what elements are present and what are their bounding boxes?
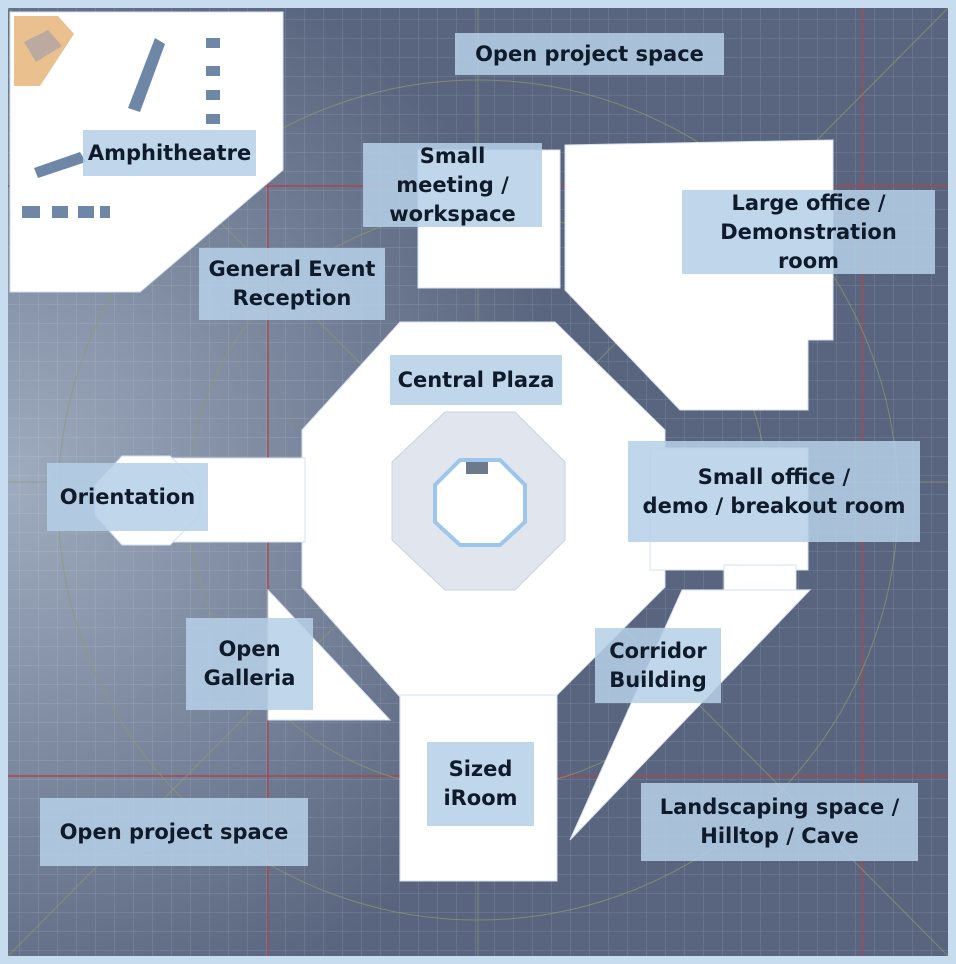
small-meeting-label: Small meeting / workspace <box>363 143 542 227</box>
sized-iroom-label: Sized iRoom <box>427 742 534 826</box>
landscaping-label: Landscaping space / Hilltop / Cave <box>641 783 918 861</box>
small-office-label: Small office / demo / breakout room <box>628 441 920 542</box>
general-event-reception-label: General Event Reception <box>199 248 385 320</box>
open-project-space-top-label: Open project space <box>455 33 724 75</box>
amphitheatre-seating <box>22 38 220 218</box>
plaza-marker <box>466 462 488 474</box>
orientation-label: Orientation <box>47 463 208 531</box>
small-office-connector <box>723 564 797 592</box>
large-office-label: Large office / Demonstration room <box>682 190 935 274</box>
plaza-core <box>433 458 527 547</box>
central-plaza-label: Central Plaza <box>390 355 562 405</box>
amphitheatre-label: Amphitheatre <box>83 130 256 176</box>
corridor-building <box>569 589 812 841</box>
open-project-space-bottom-label: Open project space <box>40 798 308 866</box>
corridor-building-label: Corridor Building <box>595 628 721 703</box>
open-galleria-label: Open Galleria <box>186 618 313 710</box>
